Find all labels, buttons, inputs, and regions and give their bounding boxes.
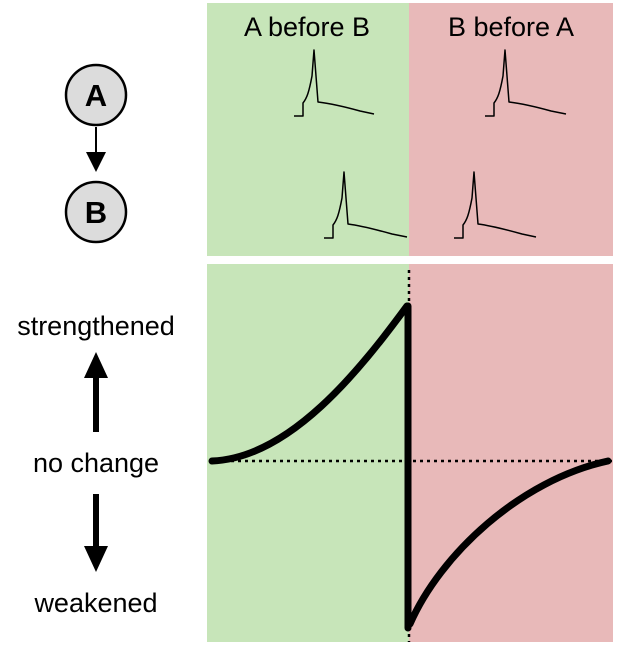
label-weakened: weakened <box>33 588 157 618</box>
label-strengthened: strengthened <box>17 311 175 341</box>
bottom-right-panel <box>409 264 613 642</box>
neuron-b-label: B <box>85 195 107 230</box>
neuron-a: A <box>64 63 128 127</box>
title-b-before-a: B before A <box>448 12 574 42</box>
spike-trace-b-early <box>454 171 537 239</box>
neuron-a-label: A <box>85 78 107 113</box>
top-right-panel <box>409 3 613 256</box>
arrow-up <box>84 352 108 432</box>
arrow-down <box>84 494 108 572</box>
spike-trace-a-late <box>485 49 567 117</box>
title-a-before-b: A before B <box>244 12 370 42</box>
spike-trace-a-early <box>294 49 375 117</box>
potentiation-curve <box>208 302 411 465</box>
spike-trace-b-late <box>324 171 408 239</box>
depression-curve <box>406 457 612 628</box>
bottom-left-panel <box>207 264 409 642</box>
top-left-panel <box>207 3 409 256</box>
label-no-change: no change <box>33 448 159 478</box>
neuron-b: B <box>64 180 128 244</box>
